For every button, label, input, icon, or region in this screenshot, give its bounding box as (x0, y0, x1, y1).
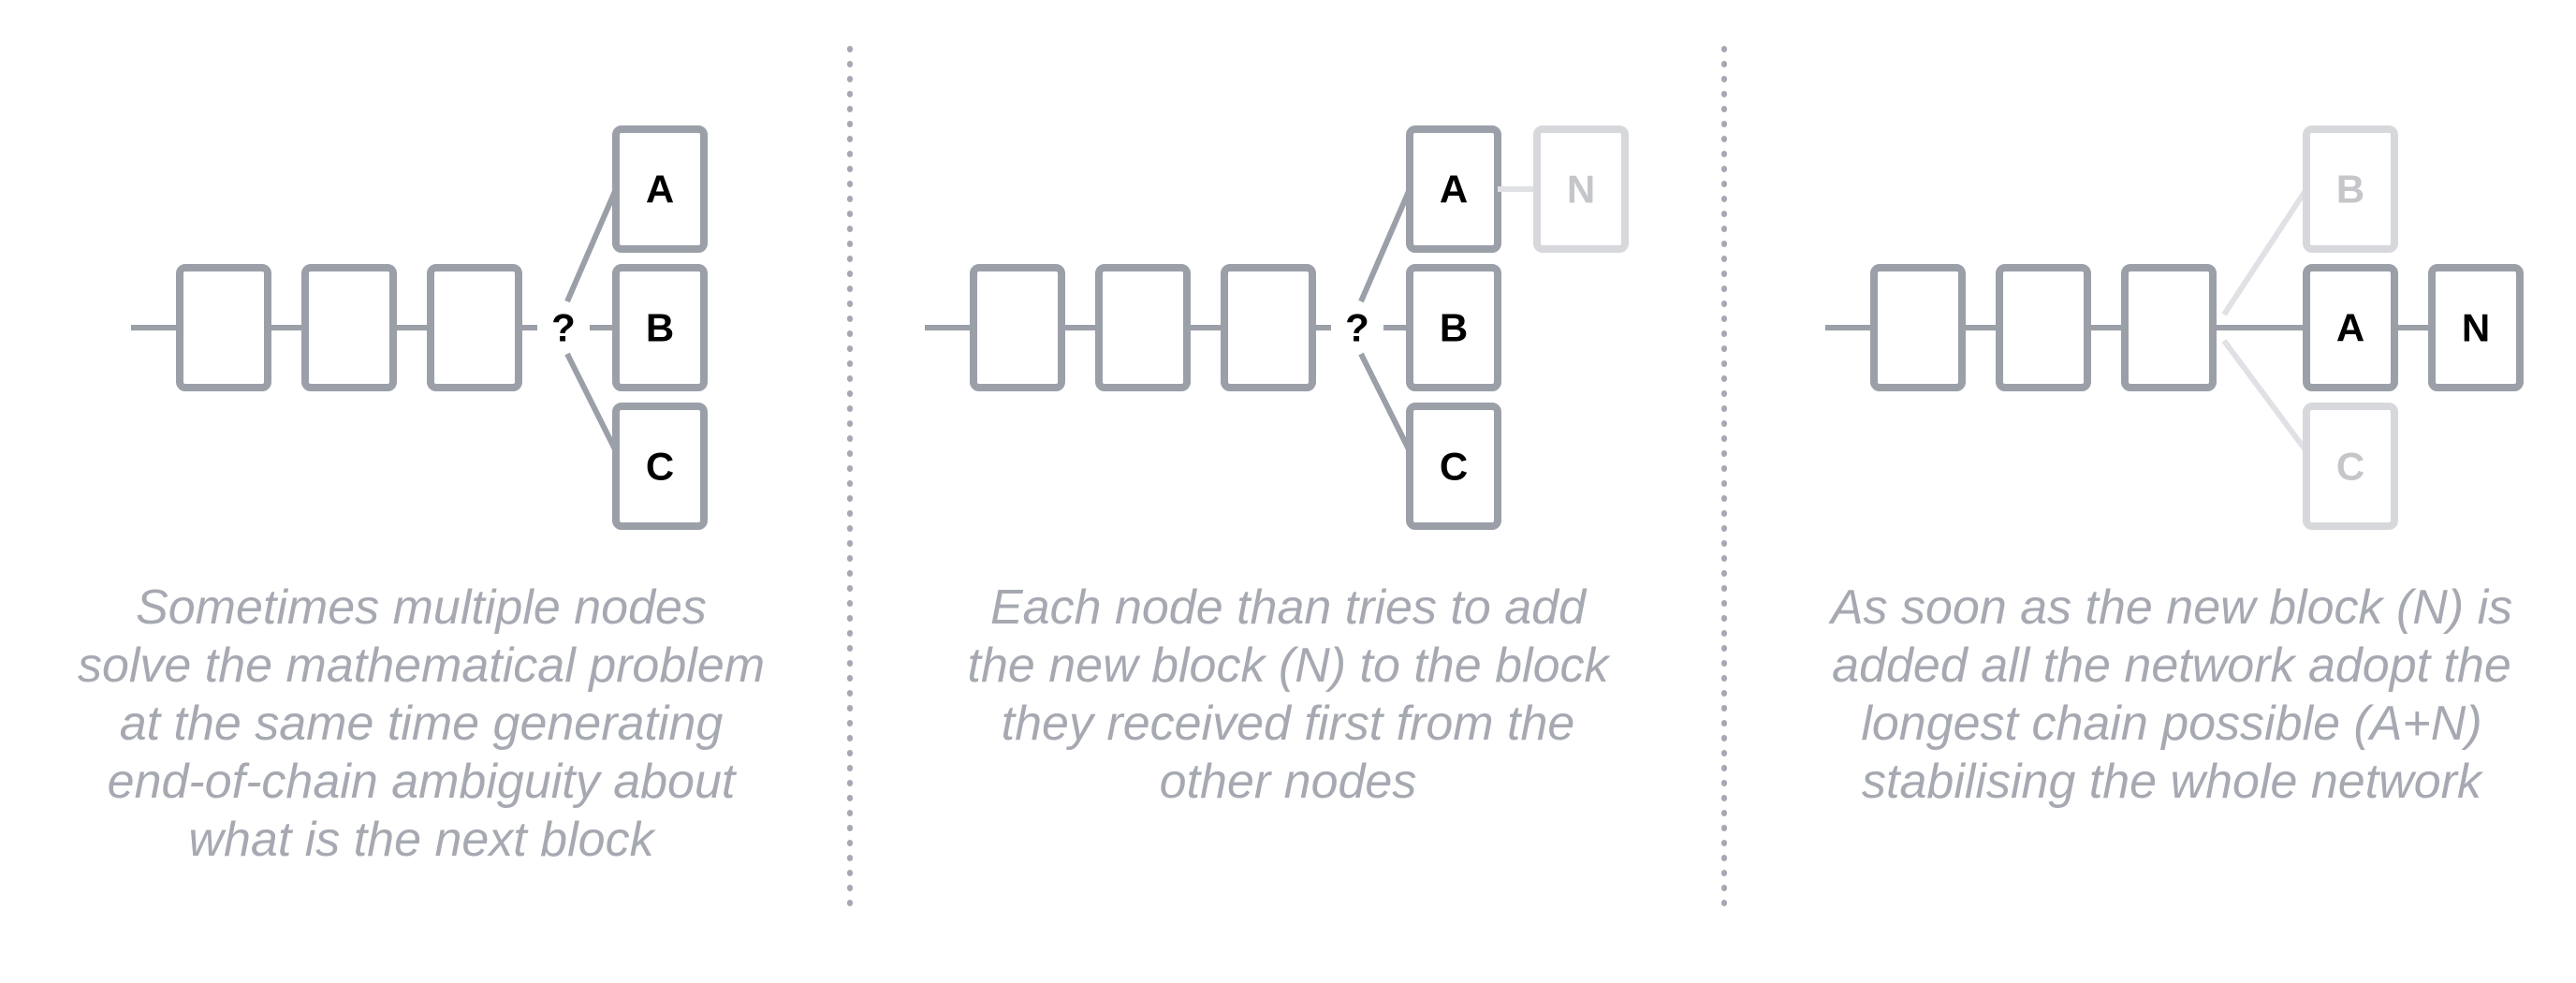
chain-block (176, 264, 271, 391)
panel-3-caption: As soon as the new block (N) is added al… (1788, 579, 2555, 811)
block-n-label: N (2462, 306, 2490, 350)
block-b (2303, 125, 2398, 253)
ambiguity-marker: ? (1345, 306, 1369, 350)
block-b (1406, 264, 1501, 391)
caption-line: stabilising the whole network (1862, 755, 2481, 809)
panel-1-diagram: ? A B C (131, 125, 708, 530)
block-c-label: C (1440, 445, 1468, 489)
panel-1-caption: Sometimes multiple nodes solve the mathe… (37, 579, 805, 869)
caption-line: added all the network adopt the (1832, 638, 2511, 693)
block-c (612, 403, 708, 530)
chain-block (2121, 264, 2217, 391)
fork-branch-c (564, 352, 619, 453)
block-b-label: B (646, 306, 674, 350)
caption-line: the new block (N) to the block (967, 638, 1609, 693)
fork-branch-a (564, 187, 619, 303)
chain-block (301, 264, 397, 391)
panel-2-diagram: ? A N B C (925, 125, 1629, 530)
chain-block (970, 264, 1065, 391)
block-b-label: B (1440, 306, 1468, 350)
caption-line: they received first from the (1001, 697, 1575, 751)
block-a-label: A (1440, 168, 1468, 212)
caption-line: longest chain possible (A+N) (1861, 697, 2482, 751)
caption-line: end-of-chain ambiguity about (107, 755, 736, 809)
ambiguity-marker: ? (551, 306, 576, 350)
block-a-label: A (2336, 306, 2364, 350)
block-c (2303, 403, 2398, 530)
chain-block (1221, 264, 1316, 391)
block-c (1406, 403, 1501, 530)
block-a-label: A (646, 168, 674, 212)
panel-2-caption: Each node than tries to add the new bloc… (904, 579, 1672, 811)
chain-block (1095, 264, 1191, 391)
block-n-label: N (1567, 168, 1595, 212)
chain-block (427, 264, 522, 391)
caption-line: other nodes (1159, 755, 1417, 809)
caption-line: at the same time generating (119, 697, 724, 751)
caption-line: As soon as the new block (N) is (1830, 580, 2513, 635)
block-a (612, 125, 708, 253)
caption-line: solve the mathematical problem (77, 638, 766, 693)
caption-line: what is the next block (188, 813, 654, 867)
fork-branch-b-faded (2221, 187, 2309, 316)
fork-branch-c (1358, 352, 1412, 453)
caption-line: Sometimes multiple nodes (136, 580, 707, 635)
chain-block (1870, 264, 1966, 391)
block-n (1533, 125, 1629, 253)
chain-block (1996, 264, 2091, 391)
panel-3-diagram: B A N C (1825, 125, 2524, 530)
block-n (2428, 264, 2524, 391)
block-b (612, 264, 708, 391)
fork-branch-a (1358, 187, 1412, 303)
caption-line: Each node than tries to add (989, 580, 1586, 635)
fork-branch-c-faded (2221, 339, 2309, 453)
block-c-label: C (646, 445, 674, 489)
block-c-label: C (2336, 445, 2364, 489)
block-b-label: B (2336, 168, 2364, 212)
